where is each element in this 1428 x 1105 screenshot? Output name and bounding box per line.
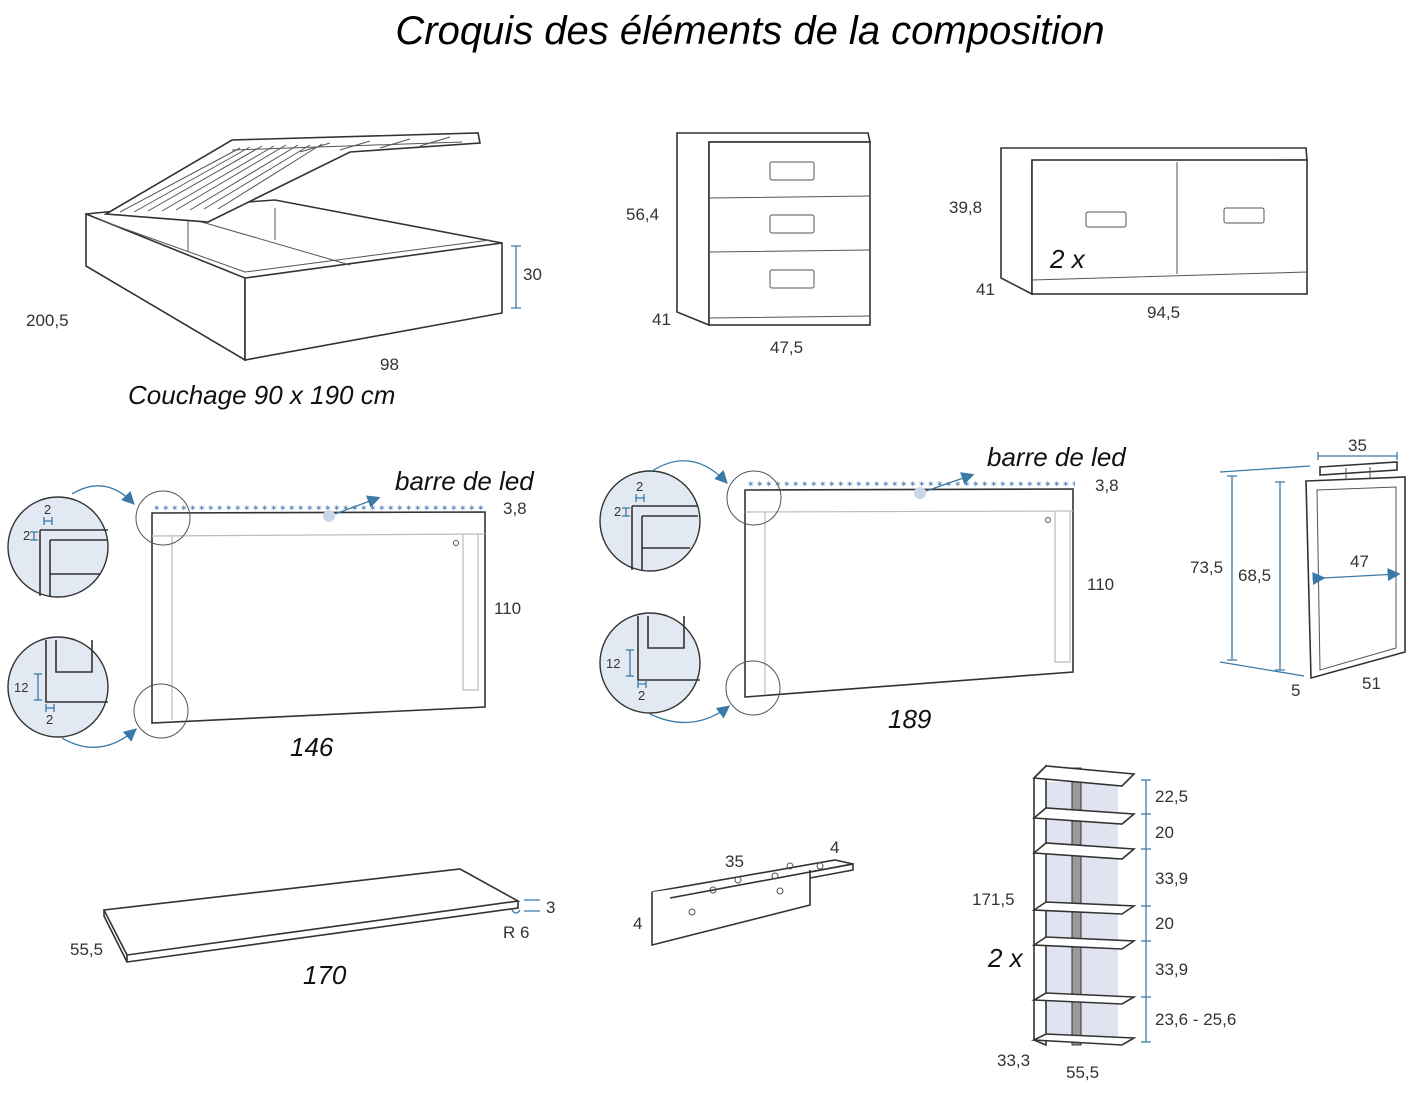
bookcase-spacing-6: 23,6 - 25,6 (1155, 1010, 1236, 1029)
drawer-unit-qty: 2 x (1049, 244, 1086, 274)
bookcase-spacing-1: 22,5 (1155, 787, 1188, 806)
svg-text:2: 2 (46, 712, 53, 727)
storage-bed-drawing: 30 200,5 98 Couchage 90 x 190 cm (26, 132, 542, 410)
bookcase-spacing-3: 33,9 (1155, 869, 1188, 888)
bookcase-spacing-2: 20 (1155, 823, 1174, 842)
mirror-width-dim: 51 (1362, 674, 1381, 693)
headboard-146-detail-bottom: 12 2 (7, 636, 109, 738)
headboard-146-drawing: barre de led 3,8 110 146 2 2 12 2 (7, 466, 535, 762)
chest-depth-dim: 41 (652, 310, 671, 329)
mirror-outer-height-dim: 73,5 (1190, 558, 1223, 577)
svg-text:2: 2 (638, 688, 645, 703)
headboard-146-detail-top: 2 2 (7, 496, 109, 598)
headboard-189-led-label: barre de led (987, 442, 1127, 472)
bed-side-panel (244, 242, 503, 361)
shelf-depth-dim: 4 (830, 838, 839, 857)
headboard-146-width-dim: 146 (290, 732, 334, 762)
drawer-unit-width-dim: 94,5 (1147, 303, 1180, 322)
headboard-146-led-label: barre de led (395, 466, 535, 496)
drawer-unit-height-dim: 39,8 (949, 198, 982, 217)
chest-width-dim: 47,5 (770, 338, 803, 357)
chest-height-dim: 56,4 (626, 205, 659, 224)
svg-text:2: 2 (636, 479, 643, 494)
drawer-unit-depth-dim: 41 (976, 280, 995, 299)
shelf-length-dim: 35 (725, 852, 744, 871)
bed-length-dim: 200,5 (26, 311, 69, 330)
headboard-146-led-point (323, 510, 335, 522)
bookcase-height-dim: 171,5 (972, 890, 1015, 909)
bed-divider (187, 208, 351, 266)
svg-text:2: 2 (44, 502, 51, 517)
bookcase-width-dim: 55,5 (1066, 1063, 1099, 1082)
mirror-inner-height-dim: 68,5 (1238, 566, 1271, 585)
shelf-height-dim: 4 (633, 914, 642, 933)
bed-height-dim: 30 (523, 265, 542, 284)
mirror-drawing: 35 73,5 68,5 47 5 51 (1190, 436, 1406, 700)
page-title: Croquis des éléments de la composition (395, 9, 1104, 53)
desk-radius-dim: R 6 (503, 923, 529, 942)
headboard-189-width-dim: 189 (888, 704, 931, 734)
bed-inner-rim (99, 219, 491, 273)
desk-top-drawing: 3 R 6 55,5 170 (70, 868, 555, 990)
bookcase-drawing: 22,5 20 33,9 20 33,9 23,6 - 25,6 171,5 2… (972, 764, 1236, 1082)
bed-width-dim: 98 (380, 355, 399, 374)
mirror-inner-width-dim: 47 (1350, 552, 1369, 571)
bookcase-qty: 2 x (987, 943, 1024, 973)
headboard-189-led-dim: 3,8 (1095, 476, 1119, 495)
bed-lifted-slat-frame (103, 132, 481, 223)
svg-text:2: 2 (23, 528, 30, 543)
svg-text:2: 2 (614, 504, 621, 519)
desk-depth-dim: 55,5 (70, 940, 103, 959)
mirror-top-depth-dim: 35 (1348, 436, 1367, 455)
bed-caption: Couchage 90 x 190 cm (128, 380, 395, 410)
headboard-189-led-point (914, 487, 926, 499)
mirror-depth-dim: 5 (1291, 681, 1300, 700)
svg-text:12: 12 (606, 656, 620, 671)
bookcase-spacing-4: 20 (1155, 914, 1174, 933)
headboard-189-height-dim: 110 (1087, 575, 1114, 594)
headboard-189-led-strip (745, 480, 1075, 489)
headboard-146-led-strip (152, 503, 485, 512)
headboard-189-detail-top: 2 2 (599, 470, 701, 572)
headboard-189-detail-bottom: 12 2 (599, 612, 701, 714)
wall-shelf-drawing: 35 4 4 (633, 838, 854, 947)
bed-front-panel (85, 212, 246, 362)
bookcase-depth-dim: 33,3 (997, 1051, 1030, 1070)
bed-height-dim-line (511, 245, 521, 309)
headboard-146-height-dim: 110 (494, 599, 521, 618)
chest-of-drawers-drawing: 56,4 41 47,5 (626, 132, 871, 357)
drawer-unit-drawing: 39,8 41 94,5 2 x (949, 147, 1308, 322)
headboard-189-drawing: barre de led 3,8 110 189 2 2 12 2 (599, 442, 1127, 734)
headboard-146-led-dim: 3,8 (503, 499, 527, 518)
desk-length-dim: 170 (303, 960, 347, 990)
desk-thickness-dim: 3 (546, 898, 555, 917)
bookcase-spacing-5: 33,9 (1155, 960, 1188, 979)
svg-text:12: 12 (14, 680, 28, 695)
